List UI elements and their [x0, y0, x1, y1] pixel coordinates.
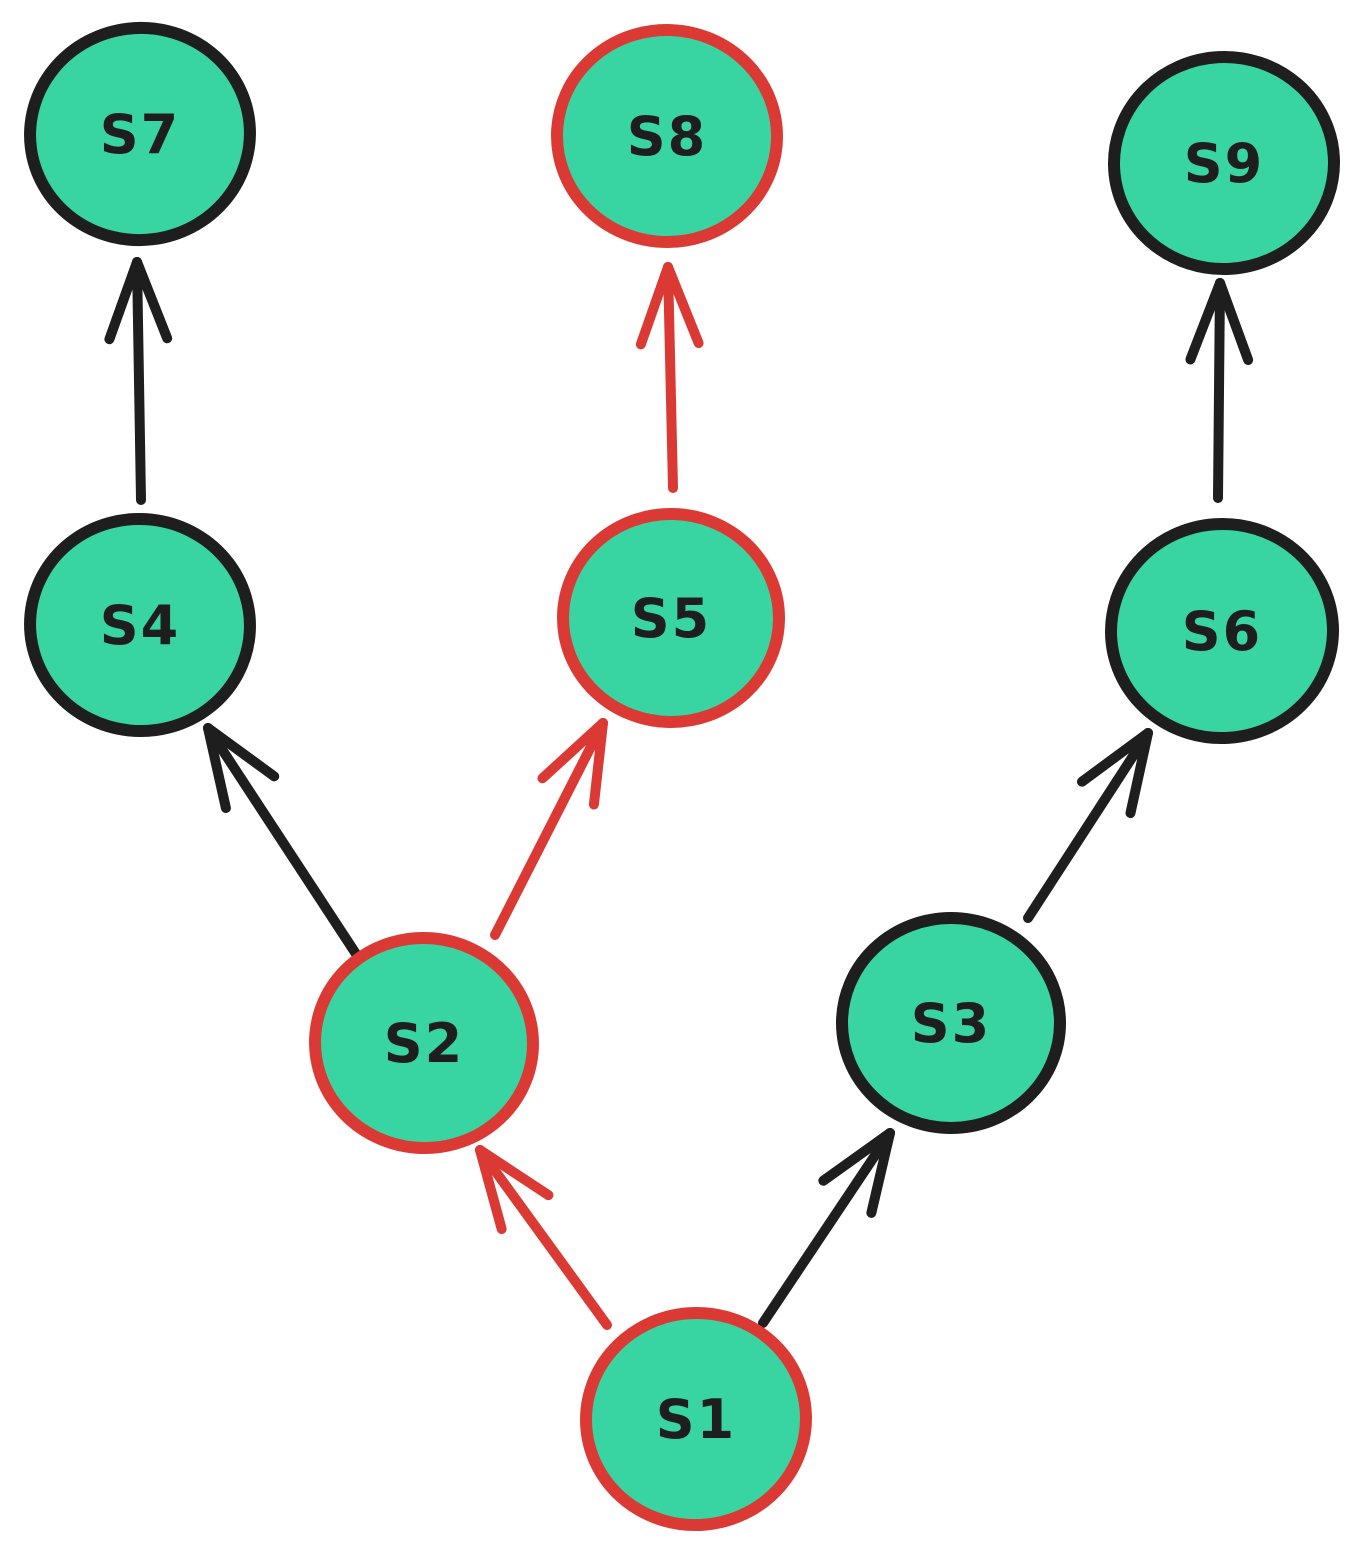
edge-S2-S4 [203, 723, 365, 965]
arrowhead-right [1185, 278, 1225, 365]
edge-shaft [490, 718, 608, 940]
edge-S2-S5 [490, 718, 608, 940]
node-circle [24, 512, 256, 738]
arrowhead-right [475, 1145, 507, 1235]
node-s3: S3 [836, 912, 1066, 1134]
node-circle [24, 21, 256, 247]
node-circle [1108, 50, 1340, 276]
arrowhead-left [1215, 278, 1254, 366]
edge-S4-S7 [104, 257, 173, 505]
node-circle [557, 507, 785, 729]
node-label: S2 [384, 1012, 464, 1075]
edges-layer [104, 257, 1254, 1330]
edge-S3-S6 [1023, 728, 1153, 923]
edge-shaft [663, 262, 678, 493]
arrowhead-right [818, 1128, 895, 1186]
node-s6: S6 [1105, 517, 1339, 745]
arrowhead-right [1077, 728, 1153, 787]
arrowhead-left [663, 262, 704, 349]
edge-S5-S8 [635, 262, 704, 493]
node-label: S9 [1184, 132, 1264, 195]
arrowhead-left [588, 718, 608, 810]
edge-S6-S9 [1185, 278, 1254, 503]
node-label: S3 [911, 992, 991, 1055]
node-label: S6 [1182, 600, 1262, 663]
arrowhead-right [537, 718, 608, 784]
node-circle [551, 23, 783, 249]
node-s4: S4 [24, 512, 256, 738]
node-label: S8 [627, 105, 707, 168]
node-label: S5 [631, 587, 711, 650]
edge-shaft [1023, 728, 1153, 923]
arrowhead-left [203, 723, 280, 782]
edge-shaft [1213, 278, 1225, 503]
arrowhead-right [104, 257, 142, 345]
node-s9: S9 [1108, 50, 1340, 276]
arrowhead-right [635, 262, 673, 350]
node-label: S4 [100, 594, 180, 657]
node-s7: S7 [24, 21, 256, 247]
edge-shaft [203, 723, 365, 965]
node-circle [309, 931, 539, 1155]
arrowhead-right [203, 723, 231, 814]
arrowhead-left [475, 1145, 554, 1201]
edge-shaft [132, 257, 146, 505]
node-circle [580, 1306, 812, 1532]
node-s2: S2 [309, 931, 539, 1155]
node-circle [1105, 517, 1339, 745]
edge-S1-S3 [758, 1128, 895, 1328]
node-circle [836, 912, 1066, 1134]
node-label: S1 [656, 1388, 736, 1451]
edge-shaft [475, 1145, 612, 1330]
node-s8: S8 [551, 23, 783, 249]
arrowhead-left [132, 257, 173, 344]
node-label: S7 [100, 103, 180, 166]
node-s5: S5 [557, 507, 785, 729]
arrowhead-left [866, 1128, 895, 1218]
edge-shaft [758, 1128, 895, 1328]
arrowhead-left [1125, 728, 1153, 819]
edge-S1-S2 [475, 1145, 612, 1330]
node-s1: S1 [580, 1306, 812, 1532]
